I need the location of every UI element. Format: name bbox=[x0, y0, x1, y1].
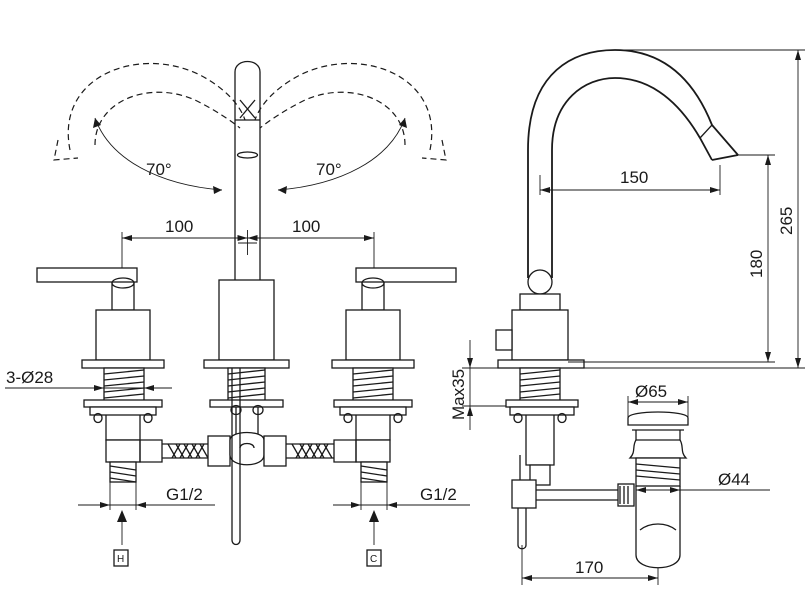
spout-height-label: 180 bbox=[747, 250, 766, 278]
thread-dimension-left bbox=[78, 502, 215, 508]
hose-connections bbox=[139, 368, 357, 546]
hole-diameter-label: 3-Ø28 bbox=[6, 368, 53, 387]
center-spout bbox=[234, 60, 261, 280]
spacing-right-label: 100 bbox=[292, 217, 320, 236]
cold-inlet bbox=[366, 510, 382, 567]
side-view: 150 180 265 Max35 bbox=[449, 49, 805, 585]
thread-right-label: G1/2 bbox=[420, 485, 457, 504]
spout-reach-label: 150 bbox=[620, 168, 648, 187]
swivel-arcs bbox=[53, 62, 447, 194]
center-body bbox=[203, 279, 290, 441]
side-spout bbox=[495, 49, 739, 486]
front-view: 70° 70° 100 100 bbox=[5, 60, 470, 567]
height-dimension-265 bbox=[568, 49, 805, 369]
angle-right-label: 70° bbox=[316, 160, 342, 179]
waste-offset-dimension bbox=[521, 545, 659, 585]
reach-dimension bbox=[539, 165, 721, 195]
thread-left-label: G1/2 bbox=[166, 485, 203, 504]
hole-diameter-dimension bbox=[5, 385, 172, 391]
thread-dimension-right bbox=[333, 502, 470, 508]
waste-top-dimension bbox=[627, 396, 689, 418]
waste-top-diameter-label: Ø65 bbox=[635, 382, 667, 401]
cold-marker: C bbox=[370, 554, 377, 565]
hot-inlet bbox=[113, 510, 129, 567]
height-dimension-180 bbox=[738, 154, 775, 362]
waste-offset-label: 170 bbox=[575, 558, 603, 577]
waste-valve bbox=[627, 411, 689, 569]
spacing-dimension bbox=[121, 232, 375, 272]
spacing-left-label: 100 bbox=[165, 217, 193, 236]
side-popup-linkage bbox=[511, 479, 635, 550]
total-height-label: 265 bbox=[777, 207, 796, 235]
hot-marker: H bbox=[117, 554, 124, 565]
waste-body-diameter-label: Ø44 bbox=[718, 470, 750, 489]
left-handle-valve bbox=[36, 267, 165, 510]
waste-body-dimension bbox=[636, 487, 770, 493]
right-handle-valve bbox=[331, 267, 457, 510]
deck-thickness-dimension bbox=[462, 340, 520, 430]
angle-left-label: 70° bbox=[146, 160, 172, 179]
max-deck-label: Max35 bbox=[449, 369, 468, 420]
